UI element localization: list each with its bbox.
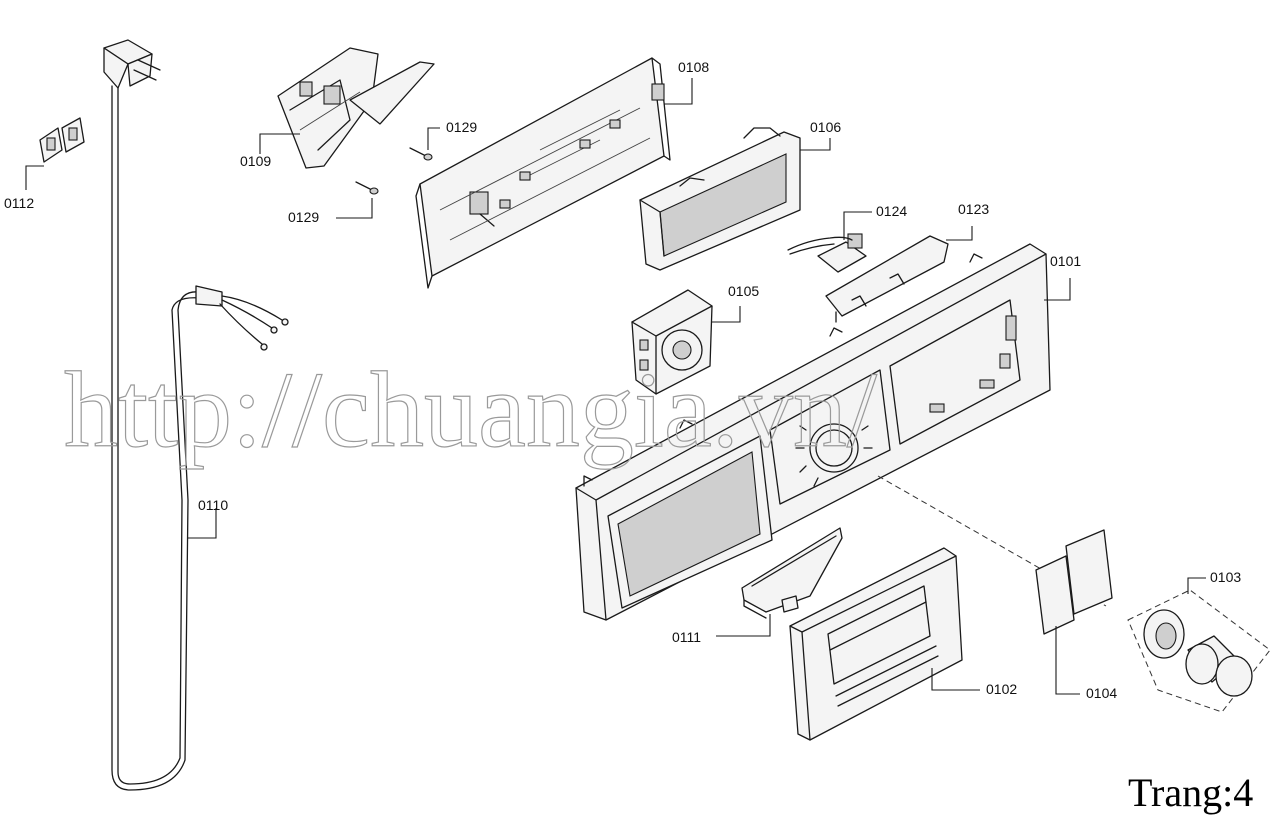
leader-0104: [1055, 626, 1080, 695]
label-0105: 0105: [728, 283, 759, 299]
label-0102: 0102: [986, 681, 1017, 697]
leader-0110: [188, 508, 217, 539]
leader-0129b: [336, 198, 373, 219]
leader-0109: [259, 133, 300, 154]
label-0104: 0104: [1086, 685, 1117, 701]
part-0129-screw-b: [355, 181, 379, 195]
part-0103-knob-assembly: [1127, 589, 1271, 713]
label-0124: 0124: [876, 203, 907, 219]
leader-0124: [843, 211, 872, 240]
part-0106-display-frame: [639, 127, 801, 271]
page-label: Trang:4: [1128, 770, 1253, 815]
part-0123-rail: [825, 235, 949, 323]
part-0108-circuit-board: [415, 57, 671, 289]
part-0124-sensor: [787, 233, 867, 273]
label-0108: 0108: [678, 59, 709, 75]
part-0112-clips: [39, 117, 85, 163]
part-0101-control-panel: [575, 243, 1051, 621]
label-0110: 0110: [198, 497, 228, 513]
label-0101: 0101: [1050, 253, 1081, 269]
label-0129-b: 0129: [288, 209, 319, 225]
leader-0129a: [427, 127, 440, 150]
assembly-axis-line: [877, 475, 1107, 607]
leader-0103: [1187, 577, 1206, 594]
part-0104-label-sheets: [1035, 529, 1113, 635]
label-0109: 0109: [240, 153, 271, 169]
label-0103: 0103: [1210, 569, 1241, 585]
leader-0106: [800, 138, 831, 151]
watermark-text: http://chuangia.vn/: [64, 351, 877, 470]
part-0129-screw-a: [409, 147, 433, 161]
leader-0108: [664, 78, 693, 105]
part-0102-drawer-panel: [789, 547, 963, 741]
label-0112: 0112: [4, 195, 34, 211]
leader-0112: [25, 165, 44, 190]
part-0105-selector-module: [631, 289, 713, 395]
label-0111: 0111: [672, 629, 701, 645]
label-0129-a: 0129: [446, 119, 477, 135]
leader-0101: [1044, 278, 1071, 301]
leader-0102: [931, 668, 980, 691]
label-0123: 0123: [958, 201, 989, 217]
leader-0111: [716, 614, 771, 637]
part-0111-hinge: [741, 527, 843, 619]
part-0109-bracket: [277, 47, 435, 169]
leader-0123: [946, 226, 973, 241]
part-0110-mains-cable: [103, 39, 289, 791]
label-0106: 0106: [810, 119, 841, 135]
leader-0105: [712, 306, 741, 323]
